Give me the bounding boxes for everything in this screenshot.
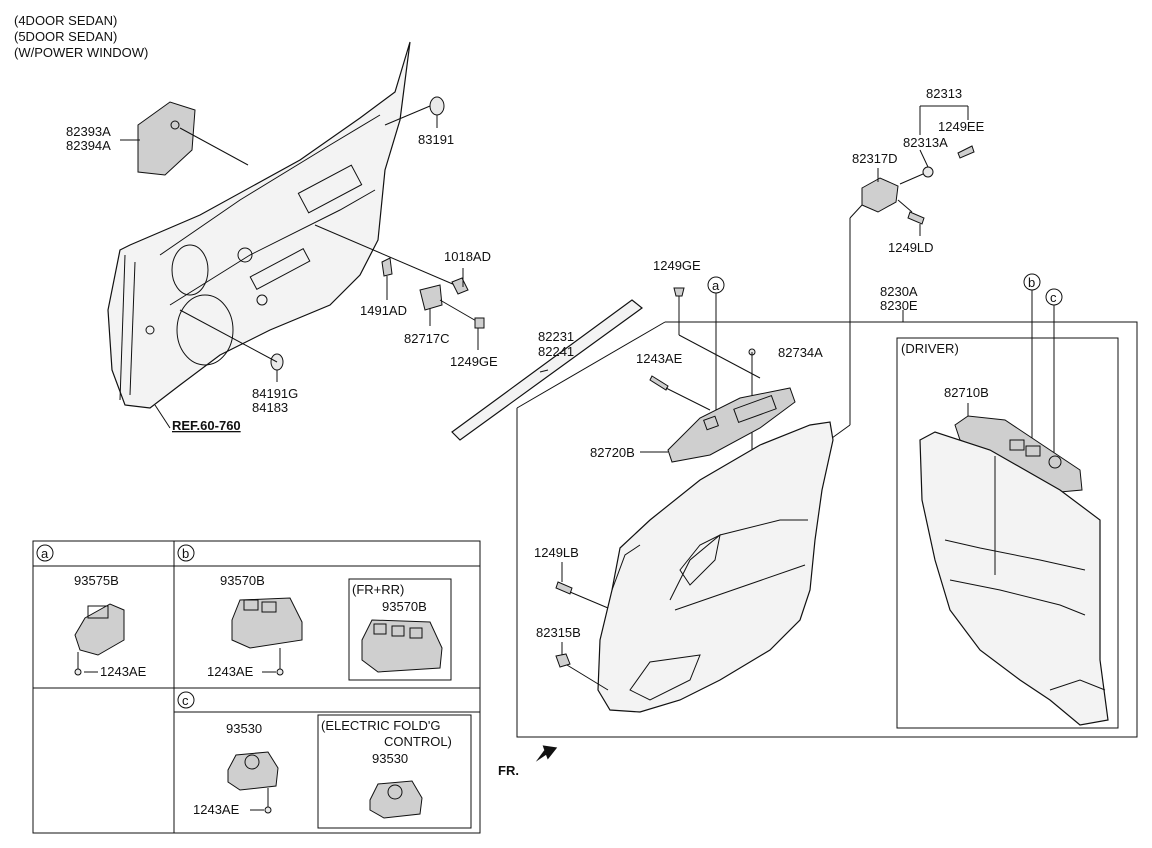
label-82394A: 82394A [66, 138, 111, 153]
callout-b-upper-text: b [1028, 275, 1035, 290]
part-82717C-bracket [419, 284, 443, 311]
callout-c-upper-text: c [1050, 290, 1057, 305]
label-82315B: 82315B [536, 625, 581, 640]
callout-a-upper-text: a [712, 278, 720, 293]
label-front-direction: FR. [498, 763, 519, 778]
front-arrow-icon [535, 745, 558, 762]
part-1491AD-clip [381, 257, 393, 277]
label-84191G: 84191G [252, 386, 298, 401]
label-82231: 82231 [538, 329, 574, 344]
part-1249LD-screw [907, 211, 925, 225]
part-93575B-switch [74, 603, 125, 656]
driver-inset-box [896, 337, 1119, 729]
label-93575B: 93575B [74, 573, 119, 588]
note-5door: (5DOOR SEDAN) [14, 29, 117, 44]
part-1243AE-screw-c [264, 806, 272, 814]
label-driver: (DRIVER) [901, 341, 959, 356]
part-82315B-clip [555, 653, 571, 668]
label-1018AD: 1018AD [444, 249, 491, 264]
assembly-outline-8230 [516, 321, 1138, 738]
part-83191-grommet [429, 96, 445, 116]
label-1249LD: 1249LD [888, 240, 934, 255]
note-4door: (4DOOR SEDAN) [14, 13, 117, 28]
part-driver-trim-panel [919, 431, 1109, 726]
label-1249EE: 1249EE [938, 119, 985, 134]
label-82734A: 82734A [778, 345, 823, 360]
label-1243AE-b: 1243AE [207, 664, 254, 679]
callout-a-table-text: a [41, 546, 49, 561]
label-1243AE-c: 1243AE [193, 802, 240, 817]
door-inner-frame [107, 41, 411, 409]
part-1018AD-bolt [451, 277, 469, 295]
label-1243AE-main: 1243AE [636, 351, 683, 366]
note-power-window: (W/POWER WINDOW) [14, 45, 148, 60]
label-fr-rr: (FR+RR) [352, 582, 404, 597]
part-82317D-bracket [861, 177, 899, 213]
part-93530-switch [227, 751, 279, 791]
electric-folding-inset [317, 714, 472, 829]
label-1249GE-right: 1249GE [653, 258, 701, 273]
part-93570B-switch [231, 597, 303, 649]
label-93570B: 93570B [220, 573, 265, 588]
label-82313: 82313 [926, 86, 962, 101]
part-door-trim-panel [597, 421, 834, 713]
callout-c-table-text: c [182, 693, 189, 708]
label-82317D: 82317D [852, 151, 898, 166]
label-93530: 93530 [226, 721, 262, 736]
label-1249LB: 1249LB [534, 545, 579, 560]
label-82241: 82241 [538, 344, 574, 359]
part-1249EE-screw [957, 145, 975, 159]
label-control: CONTROL) [384, 734, 452, 749]
label-82313A: 82313A [903, 135, 948, 150]
part-93570B-fr-rr-switch [361, 619, 443, 673]
label-83191: 83191 [418, 132, 454, 147]
callout-b-table-text: b [182, 546, 189, 561]
part-82393A-block [137, 101, 196, 176]
label-1243AE-a: 1243AE [100, 664, 147, 679]
part-1243AE-screw-a [74, 668, 82, 676]
label-1249GE-left: 1249GE [450, 354, 498, 369]
part-1249LB-screw [555, 581, 573, 595]
label-82393A: 82393A [66, 124, 111, 139]
label-8230A: 8230A [880, 284, 918, 299]
label-82717C: 82717C [404, 331, 450, 346]
label-82720B: 82720B [590, 445, 635, 460]
variant-table [32, 540, 481, 834]
label-electric-folding: (ELECTRIC FOLD'G [321, 718, 441, 733]
label-93570B-fr-rr: 93570B [382, 599, 427, 614]
part-1249GE-screw-right [673, 287, 685, 297]
part-93530-folding-switch [369, 780, 423, 819]
label-ref-60-760: REF.60-760 [172, 418, 241, 433]
label-84183: 84183 [252, 400, 288, 415]
part-82313A-nut [922, 166, 934, 178]
label-93530-folding: 93530 [372, 751, 408, 766]
callout-a-table [36, 544, 54, 562]
part-1243AE-screw-main [649, 375, 669, 391]
part-1243AE-screw-b [276, 668, 284, 676]
part-82720B-switch-panel [667, 387, 796, 463]
callout-c-table [177, 691, 195, 709]
part-1249GE-screw-left [474, 317, 485, 329]
callout-b-table [177, 544, 195, 562]
label-8230E: 8230E [880, 298, 918, 313]
label-1491AD: 1491AD [360, 303, 407, 318]
label-82710B: 82710B [944, 385, 989, 400]
fr-rr-inset [348, 578, 452, 681]
